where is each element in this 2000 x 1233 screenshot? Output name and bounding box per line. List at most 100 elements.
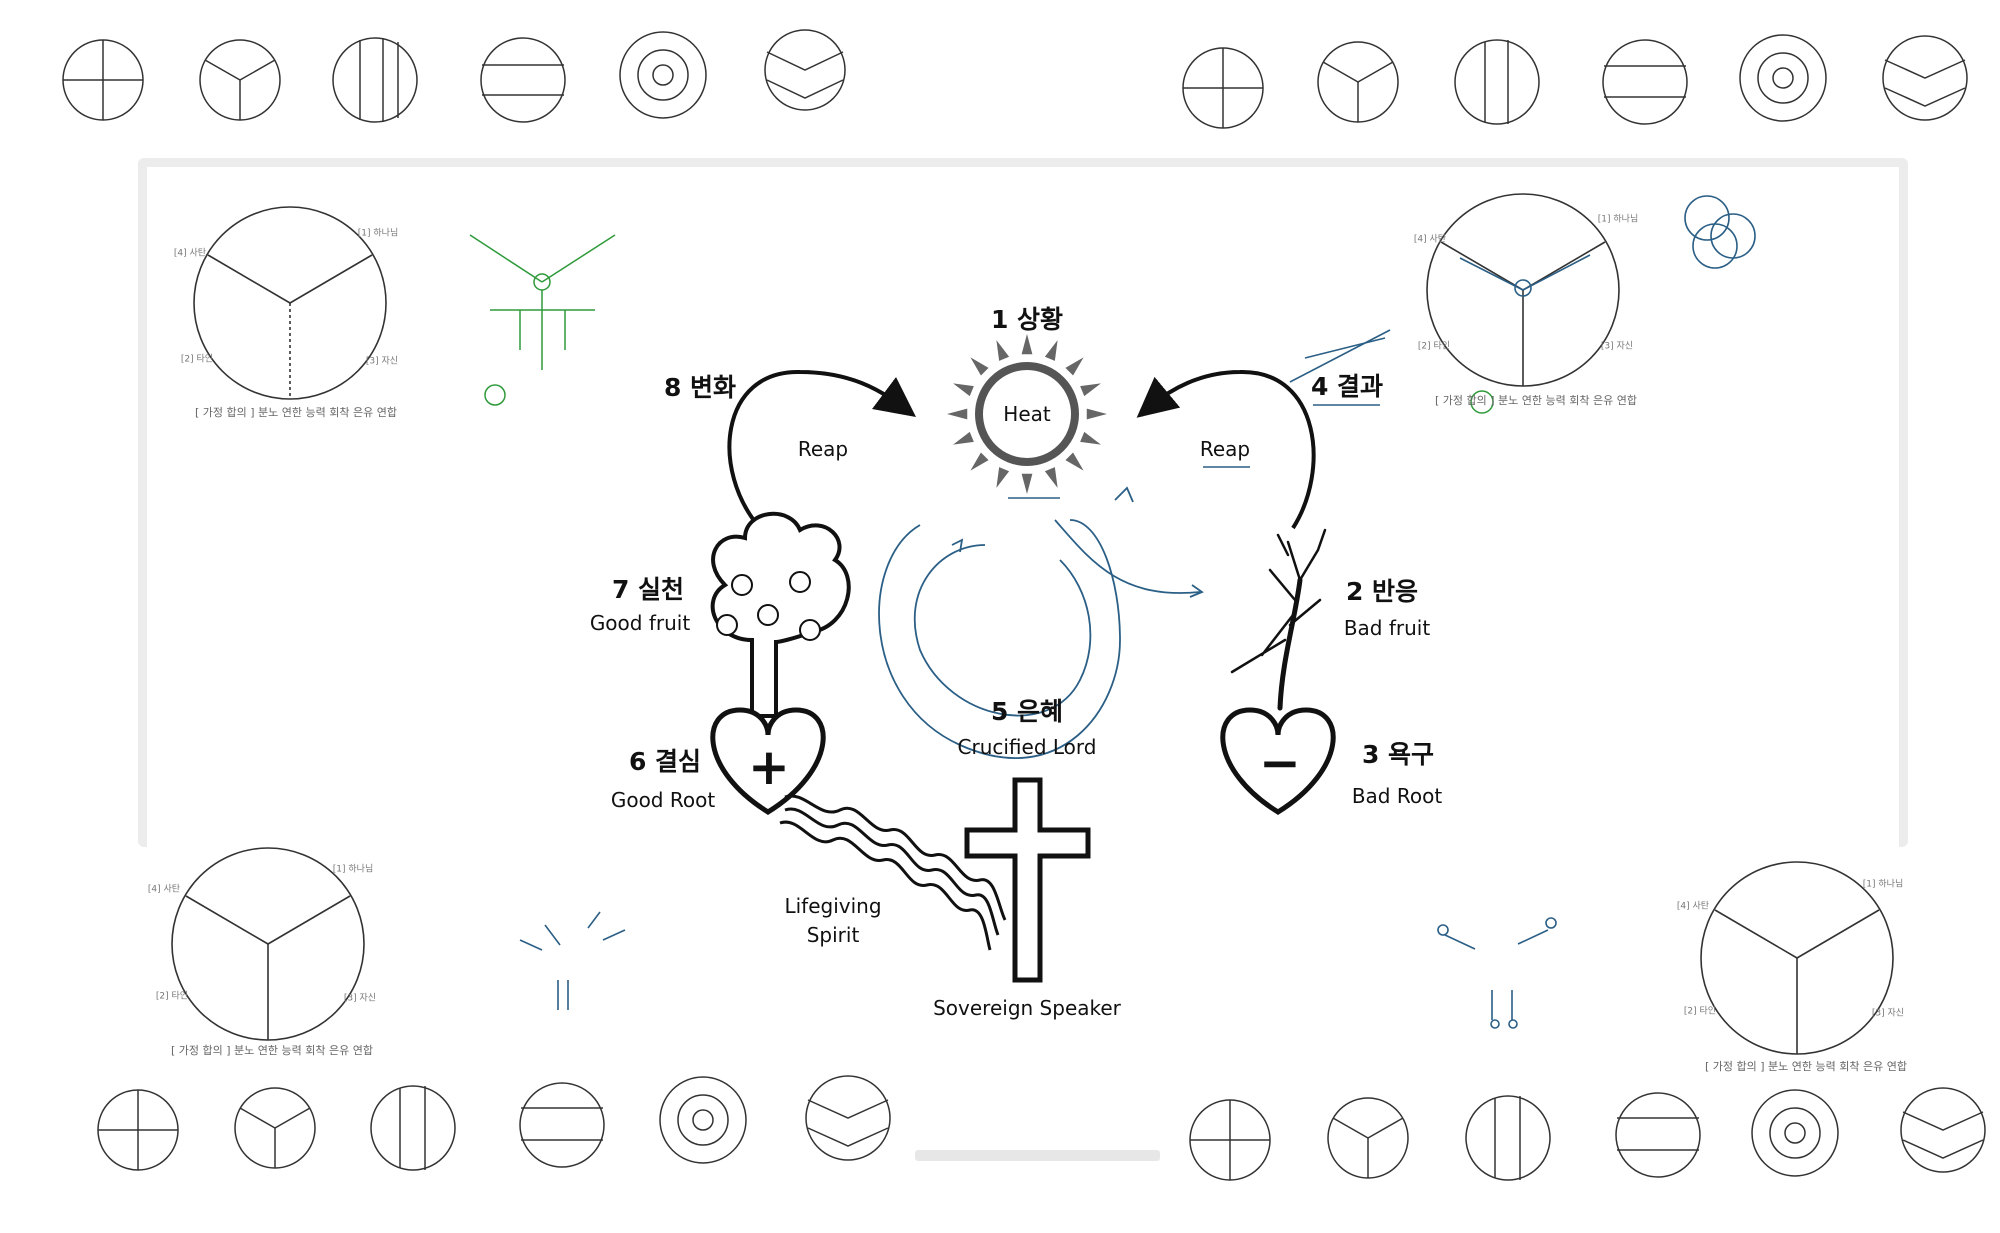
sun-ray: [1080, 431, 1101, 445]
thumb-tri-circle: [199, 39, 281, 121]
sun-ray: [1044, 340, 1058, 361]
plus-symbol: +: [748, 738, 790, 796]
reap-arrow-left: [727, 369, 917, 530]
grace-cycle-arrows: [878, 486, 1204, 759]
sun-ray: [1086, 408, 1107, 420]
side-label: [3] 자신: [1871, 1008, 1905, 1019]
spirit-label-line1: Lifegiving: [784, 894, 882, 918]
bad-tree-icon: [1230, 528, 1327, 711]
sun-ray: [996, 340, 1010, 361]
minus-symbol: −: [1259, 734, 1301, 792]
thumb-split-circle: [519, 1082, 605, 1168]
sun-ray: [1065, 452, 1084, 471]
thumb-quadrant-circle: [1189, 1099, 1271, 1181]
thumb-lined-circle: [1465, 1095, 1551, 1181]
thumb-quadrant-circle: [62, 39, 144, 121]
thumb-quadrant-circle: [97, 1089, 179, 1171]
good-tree-icon: [710, 511, 851, 718]
thumb-target-circle: [1751, 1089, 1839, 1177]
thumb-quadrant-circle: [1182, 47, 1264, 129]
side-label: [1] 하나님: [357, 228, 399, 239]
thumb-tri-circle: [1317, 41, 1399, 123]
bad-heart-icon: [1220, 707, 1336, 815]
node-2-number: 2 반응: [1345, 577, 1419, 606]
thumb-lined-circle: [332, 37, 418, 123]
thumb-target-circle: [619, 31, 707, 119]
node-1-number: 1 상황: [990, 305, 1064, 334]
sun-ray: [947, 408, 968, 420]
side-label: [1] 하나님: [1597, 214, 1639, 225]
node-6-number: 6 결심: [628, 747, 702, 776]
node-2-label: Bad fruit: [1343, 616, 1431, 640]
node-4-number: 4 결과: [1310, 372, 1384, 401]
thumb-lined-circle: [370, 1085, 456, 1171]
caption-top-left: [ 가정 합의 ] 분노 연한 능력 회착 은유 연합: [195, 406, 397, 419]
speaker-label: Sovereign Speaker: [933, 996, 1121, 1020]
side-label: [3] 자신: [343, 993, 377, 1004]
thumb-split-circle: [1615, 1092, 1701, 1178]
cross-icon: [964, 777, 1091, 983]
large-tri-circle-bottom-left: [171, 847, 365, 1041]
sun-icon: [947, 334, 1107, 494]
caption-bottom-left: [ 가정 합의 ] 분노 연한 능력 회착 은유 연합: [171, 1044, 373, 1057]
side-label: [2] 타인: [1417, 341, 1451, 352]
thumb-chevron-circle: [1900, 1087, 1986, 1173]
good-heart-icon: [710, 707, 826, 815]
node-6-label: Good Root: [610, 788, 716, 812]
sun-ray: [953, 431, 974, 445]
node-1-label: Heat: [1003, 402, 1051, 426]
sun-ray: [1021, 334, 1033, 355]
large-tri-circle-bottom-right: [1700, 861, 1894, 1055]
thumb-target-circle: [659, 1076, 747, 1164]
sun-ray: [1065, 357, 1084, 376]
thumb-tri-circle: [1327, 1097, 1409, 1179]
side-label: [2] 타인: [155, 991, 189, 1002]
reap-label-left: Reap: [797, 437, 849, 461]
caption-top-right: [ 가정 합의 ] 분노 연한 능력 회착 은유 연합: [1435, 394, 1637, 407]
side-label: [4] 사탄: [173, 248, 207, 259]
side-label: [4] 사탄: [1413, 234, 1447, 245]
thumb-chevron-circle: [764, 29, 846, 111]
side-label: [3] 자신: [365, 356, 399, 367]
main-board: [138, 158, 1908, 847]
side-label: [1] 하나님: [1862, 879, 1904, 890]
node-5-label: Crucified Lord: [957, 735, 1097, 759]
spirit-label-line2: Spirit: [806, 923, 860, 947]
node-5-number: 5 은혜: [990, 697, 1064, 726]
green-annotations: [469, 234, 1494, 414]
side-label: [4] 사탄: [147, 884, 181, 895]
thumb-split-circle: [480, 37, 566, 123]
thumb-lined-circle: [1454, 39, 1540, 125]
side-label: [4] 사탄: [1676, 901, 1710, 912]
side-label: [3] 자신: [1600, 341, 1634, 352]
reap-arrow-right: [1136, 369, 1316, 530]
sun-ray: [1021, 473, 1033, 494]
node-8-number: 8 변화: [663, 373, 737, 402]
node-3-number: 3 욕구: [1361, 740, 1435, 769]
sun-ray: [1044, 467, 1058, 488]
thumb-chevron-circle: [1882, 35, 1968, 121]
blue-annotations: [519, 195, 1756, 1029]
side-label: [1] 하나님: [332, 864, 374, 875]
horizontal-scrollbar[interactable]: [915, 1150, 1160, 1161]
sun-ray: [996, 467, 1010, 488]
side-label: [2] 타인: [180, 354, 214, 365]
node-7-number: 7 실천: [611, 575, 685, 604]
node-7-label: Good fruit: [589, 611, 691, 635]
thumb-chevron-circle: [805, 1075, 891, 1161]
caption-bottom-right: [ 가정 합의 ] 분노 연한 능력 회착 은유 연합: [1705, 1060, 1907, 1073]
wavy-spirit-lines: [779, 794, 1007, 951]
node-3-label: Bad Root: [1351, 784, 1443, 808]
thumb-split-circle: [1602, 39, 1688, 125]
large-tri-circle-top-left: [193, 206, 387, 400]
sun-ray: [1080, 383, 1101, 397]
thumb-target-circle: [1739, 34, 1827, 122]
sun-ray: [970, 357, 989, 376]
side-label: [2] 타인: [1683, 1006, 1717, 1017]
thumb-tri-circle: [234, 1087, 316, 1169]
sun-ray: [953, 383, 974, 397]
reap-label-right: Reap: [1199, 437, 1251, 461]
